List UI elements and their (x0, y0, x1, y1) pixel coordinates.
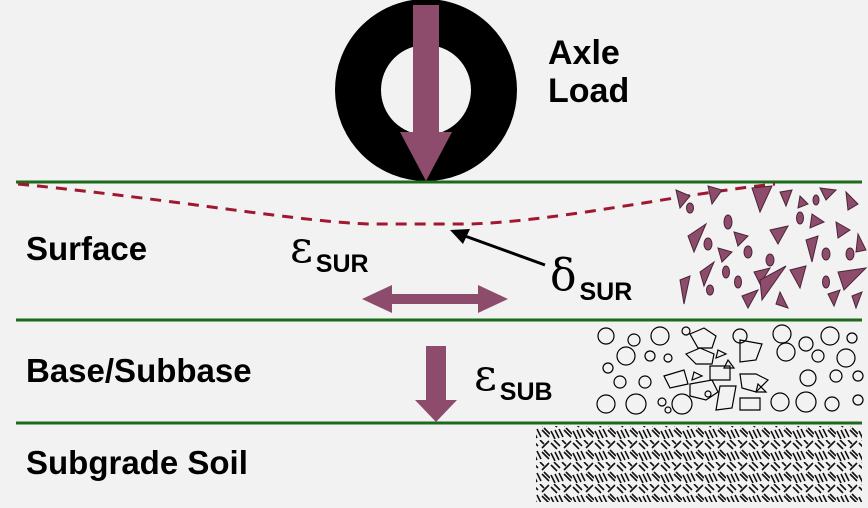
axle-load-label: Axle Load (548, 34, 629, 110)
subbase-strain-arrow (415, 346, 457, 422)
epsilon-sub-glyph: ε (474, 350, 497, 401)
deflection-pointer-arrow (450, 229, 546, 267)
base-aggregate-texture (596, 324, 864, 415)
axle-label-line1: Axle (548, 34, 620, 72)
delta-sur-glyph: δ (550, 250, 577, 301)
subgrade-layer-label: Subgrade Soil (26, 444, 248, 481)
epsilon-sur-glyph: ε (290, 222, 313, 273)
axle-label-line2: Load (548, 72, 630, 110)
surface-aggregate-texture (675, 185, 868, 310)
epsilon-sur-subscript: SUR (315, 250, 369, 278)
delta-sur-subscript: SUR (579, 278, 633, 306)
epsilon-sub-subscript: SUB (499, 378, 553, 406)
deflection-basin-line (17, 182, 776, 226)
surface-layer-label: Surface (26, 230, 148, 267)
base-layer-label: Base/Subbase (26, 352, 252, 389)
surface-strain-arrow (362, 285, 508, 313)
subgrade-soil-texture (536, 426, 862, 502)
axle-load-arrow (400, 5, 452, 181)
